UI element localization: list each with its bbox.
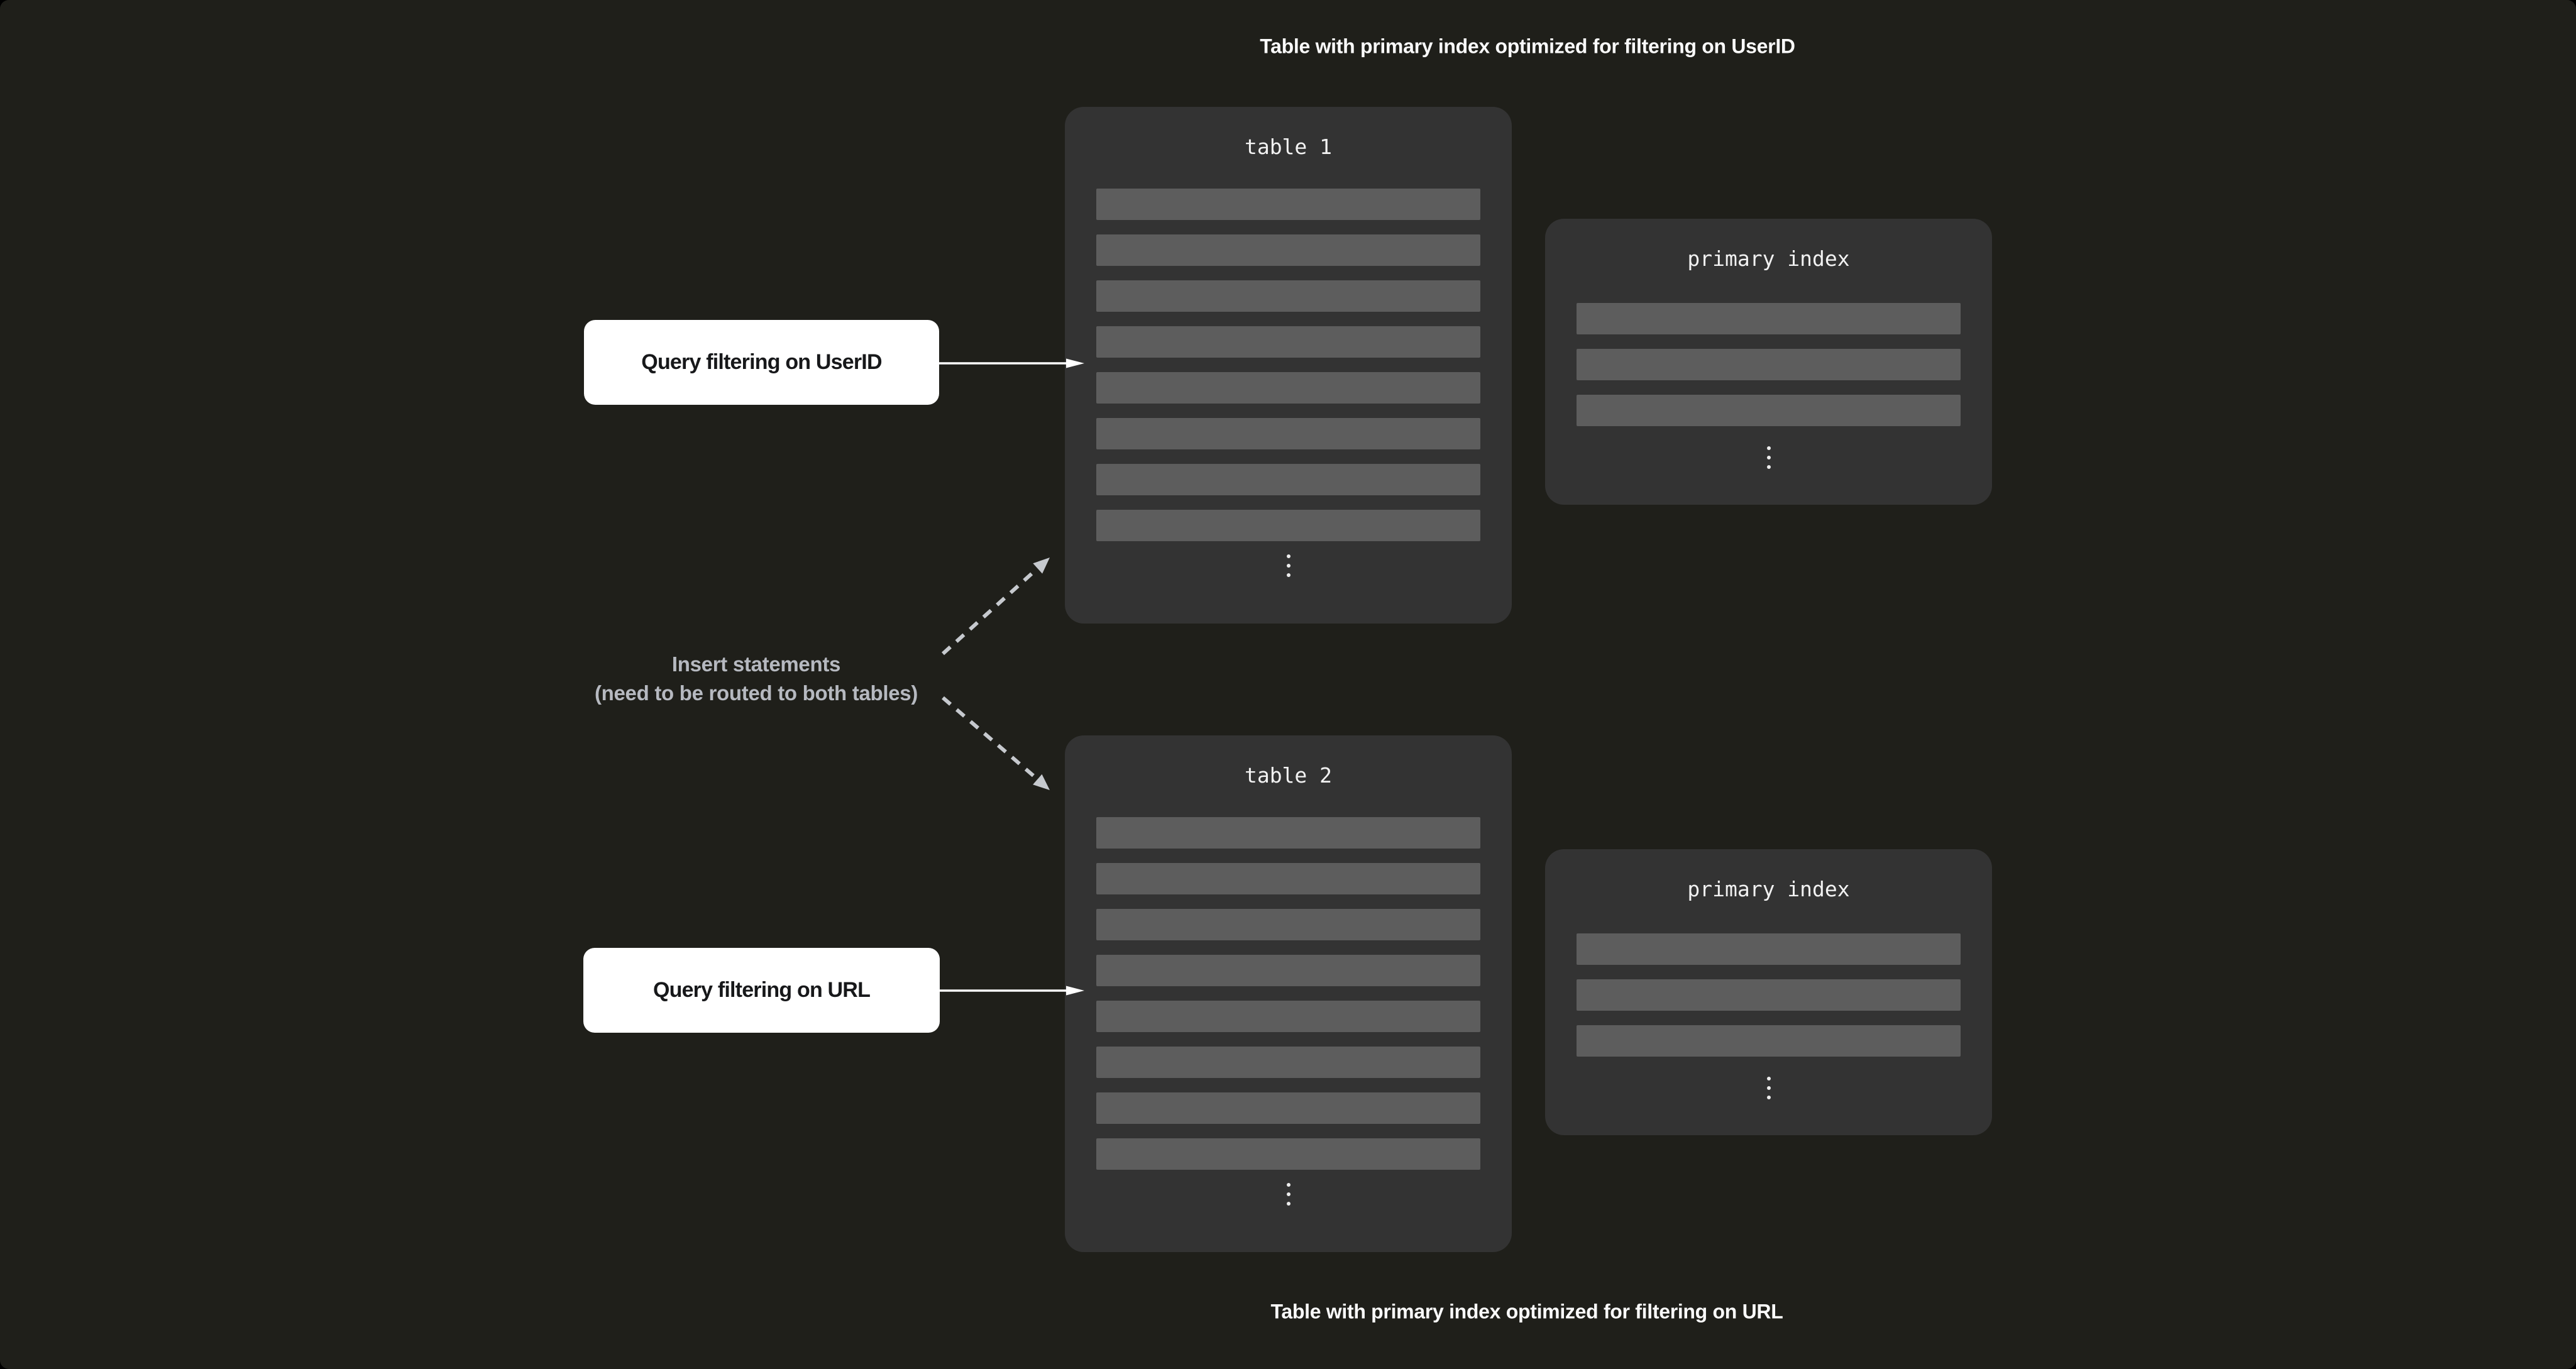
top-caption: Table with primary index optimized for f… xyxy=(1260,35,1795,58)
table-row xyxy=(1096,189,1480,220)
insert-statements-line1: Insert statements xyxy=(671,652,841,676)
table-row xyxy=(1096,1092,1480,1124)
ellipsis-dot xyxy=(1766,1096,1771,1099)
ellipsis-dot xyxy=(1766,456,1771,459)
query-userid-arrow xyxy=(939,358,1084,368)
ellipsis-dot xyxy=(1766,1077,1771,1080)
ellipsis-dot xyxy=(1286,1183,1291,1187)
query-url-label: Query filtering on URL xyxy=(583,948,940,1033)
table-row xyxy=(1096,510,1480,541)
table1-title: table 1 xyxy=(1244,135,1333,159)
table-row xyxy=(1096,817,1480,849)
table-row xyxy=(1096,464,1480,495)
ellipsis-dot xyxy=(1286,554,1291,558)
ellipsis-dot xyxy=(1766,1086,1771,1090)
ellipsis-dot xyxy=(1286,573,1291,577)
table2-panel: table 2 xyxy=(1065,735,1512,1252)
ellipsis-dot xyxy=(1286,1192,1291,1196)
table-row xyxy=(1577,1025,1961,1057)
primary-index2-panel: primary index xyxy=(1545,849,1992,1135)
insert-arrow-to-table2 xyxy=(942,696,1050,790)
insert-statements-line2: (need to be routed to both tables) xyxy=(594,681,918,705)
ellipsis-dot xyxy=(1286,564,1291,568)
primary-index1-title: primary index xyxy=(1687,246,1850,271)
ellipsis-dot xyxy=(1766,446,1771,450)
table-row xyxy=(1096,418,1480,449)
ellipsis-dot xyxy=(1766,465,1771,469)
table-row xyxy=(1096,909,1480,940)
table-row xyxy=(1096,955,1480,986)
table-row xyxy=(1096,1138,1480,1170)
primary-index1-rows xyxy=(1577,303,1961,426)
table1-rows xyxy=(1096,189,1480,541)
bottom-caption: Table with primary index optimized for f… xyxy=(1270,1300,1783,1323)
primary-index2-rows xyxy=(1577,933,1961,1057)
table-row xyxy=(1577,395,1961,426)
table-row xyxy=(1096,372,1480,404)
table-row xyxy=(1577,933,1961,965)
insert-statements-label: Insert statements (need to be routed to … xyxy=(595,650,918,708)
vertical-ellipsis-icon xyxy=(1286,1183,1291,1206)
primary-index1-panel: primary index xyxy=(1545,219,1992,505)
table-row xyxy=(1096,1001,1480,1032)
ellipsis-dot xyxy=(1286,1202,1291,1206)
table-row xyxy=(1577,349,1961,380)
vertical-ellipsis-icon xyxy=(1766,1077,1771,1099)
primary-index2-title: primary index xyxy=(1687,877,1850,901)
table-row xyxy=(1096,280,1480,312)
table-row xyxy=(1096,863,1480,894)
table1-panel: table 1 xyxy=(1065,107,1512,624)
table2-title: table 2 xyxy=(1244,763,1333,788)
table-row xyxy=(1577,979,1961,1011)
query-userid-label: Query filtering on UserID xyxy=(584,320,939,405)
table2-rows xyxy=(1096,817,1480,1170)
vertical-ellipsis-icon xyxy=(1766,446,1771,469)
query-url-arrow xyxy=(940,986,1084,996)
table-row xyxy=(1096,1047,1480,1078)
table-row xyxy=(1096,326,1480,358)
table-row xyxy=(1577,303,1961,334)
insert-arrow-to-table1 xyxy=(941,558,1050,656)
vertical-ellipsis-icon xyxy=(1286,554,1291,577)
table-row xyxy=(1096,234,1480,266)
